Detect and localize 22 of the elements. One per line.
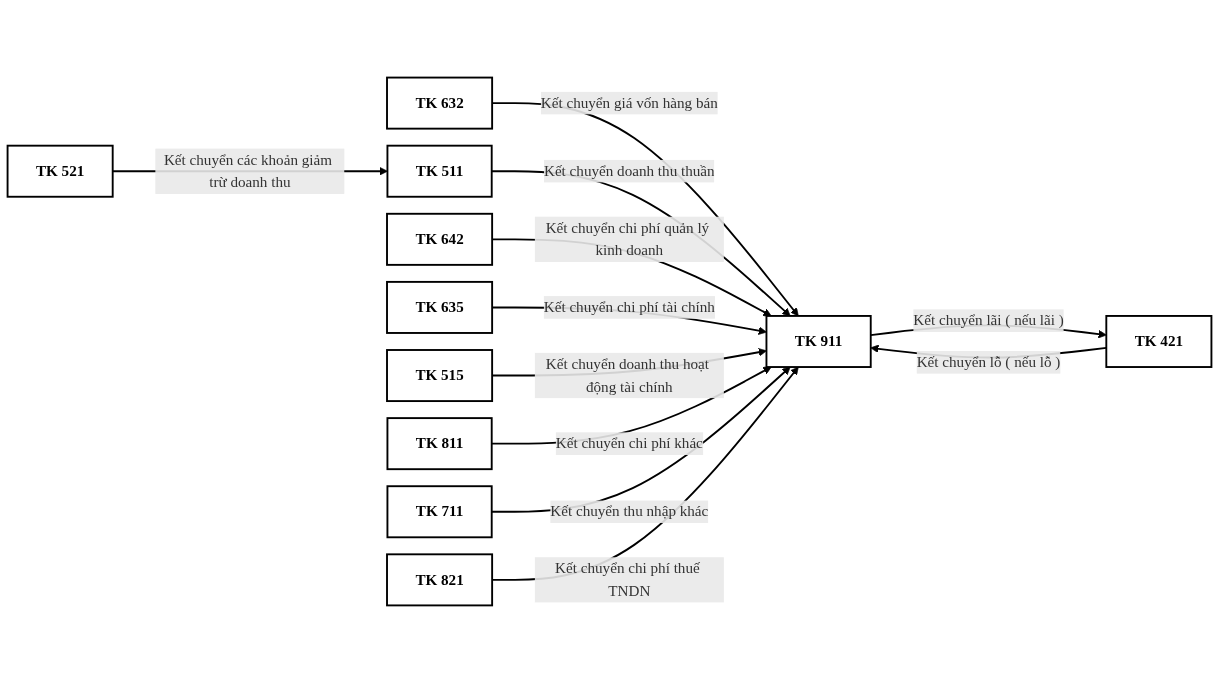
node-box: TK 511 (386, 144, 493, 198)
node-box: TK 711 (386, 485, 493, 539)
edge-label: Kết chuyển các khoản giảm trừ doanh thu (163, 151, 332, 191)
node-box: TK 821 (386, 553, 494, 607)
node-box: TK 811 (386, 417, 493, 471)
edge-label: Kết chuyển doanh thu hoạt động tài chính (545, 355, 709, 395)
node-box: TK 911 (765, 315, 872, 368)
node-box: TK 421 (1105, 315, 1213, 368)
edge-label: Kết chuyển chi phí thuế TNDN (555, 560, 700, 599)
edge-label: Kết chuyển thu nhập khác (550, 503, 709, 520)
node-box: TK 642 (386, 212, 494, 266)
node-box: TK 515 (386, 349, 494, 403)
edge-label: Kết chuyển chi phí tài chính (543, 298, 715, 316)
edge-label: Kết chuyển doanh thu thuần (543, 162, 715, 179)
node-box: TK 521 (6, 144, 114, 198)
edge-label: Kết chuyển lỗ ( nếu lỗ ) (916, 353, 1061, 370)
edge-label: Kết chuyển chi phí quản lý kinh doanh (545, 219, 710, 259)
edge-label: Kết chuyển giá vốn hàng bán (540, 94, 718, 111)
edge-label: Kết chuyển chi phí khác (555, 435, 703, 452)
node-box: TK 632 (386, 76, 494, 130)
edge-label: Kết chuyển lãi ( nếu lãi ) (913, 312, 1064, 329)
node-box: TK 635 (386, 280, 494, 334)
